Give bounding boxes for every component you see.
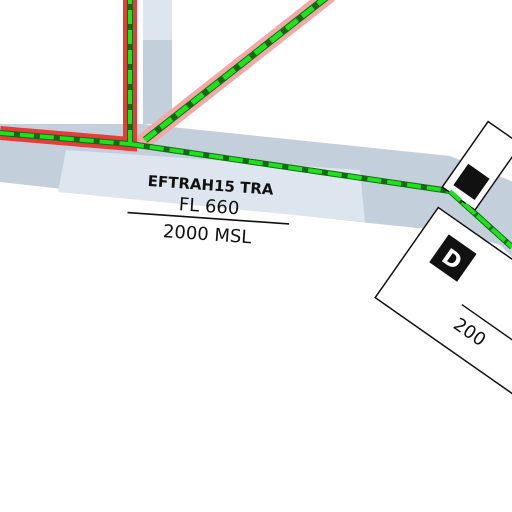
- airspace-class-label[interactable]: D 200: [374, 206, 512, 425]
- boundary-red-line: [0, 0, 137, 152]
- route-green-right: [448, 189, 512, 249]
- airspace-label[interactable]: EFTRAH15 TRA FL 660 2000 MSL: [126, 171, 292, 251]
- diagonal-route: [137, 0, 335, 148]
- class-label-separator: [461, 303, 512, 377]
- route-green-dashed: [0, 131, 131, 146]
- class-badge: [429, 234, 477, 282]
- airspace-upper-limit: FL 660: [178, 194, 240, 219]
- second-class-badge: [441, 120, 512, 212]
- airspace-lower-limit: 2000 MSL: [162, 221, 252, 248]
- airspace-band-vertical-light: [143, 0, 172, 40]
- limit-separator: [127, 211, 290, 225]
